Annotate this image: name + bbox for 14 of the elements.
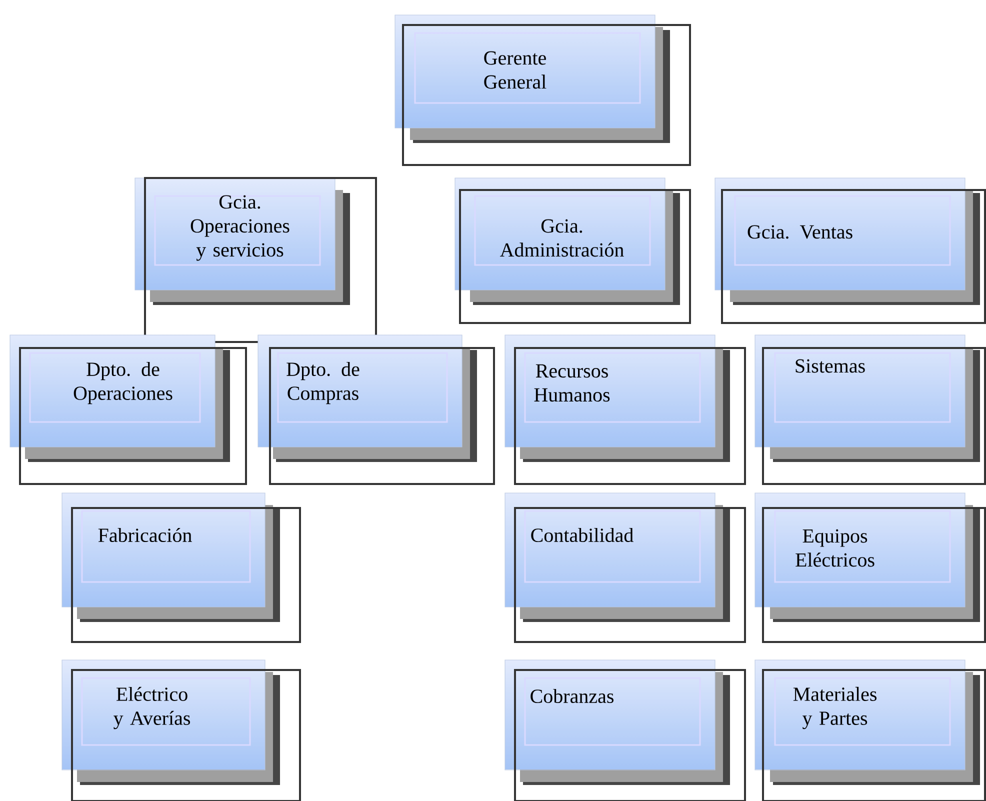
org-box: Eléctrico y Averías [62,660,301,801]
org-box: Dpto. de Compras [258,334,495,485]
org-box: Recursos Humanos [504,334,746,485]
org-box: Dpto. de Operaciones [10,334,247,485]
org-box: Gcia. Ventas [714,178,986,324]
org-box: Fabricación [62,492,301,643]
org-box: Cobranzas [504,660,746,801]
org-box: Contabilidad [504,492,746,643]
org-box: Equipos Eléctricos [754,492,986,643]
org-box: Gcia. Administración [454,178,691,324]
org-box: Materiales y Partes [754,660,986,801]
org-box: Sistemas [754,334,986,485]
org-box: Gcia. Operaciones y servicios [134,177,377,343]
org-box: Gerente General [394,14,691,166]
